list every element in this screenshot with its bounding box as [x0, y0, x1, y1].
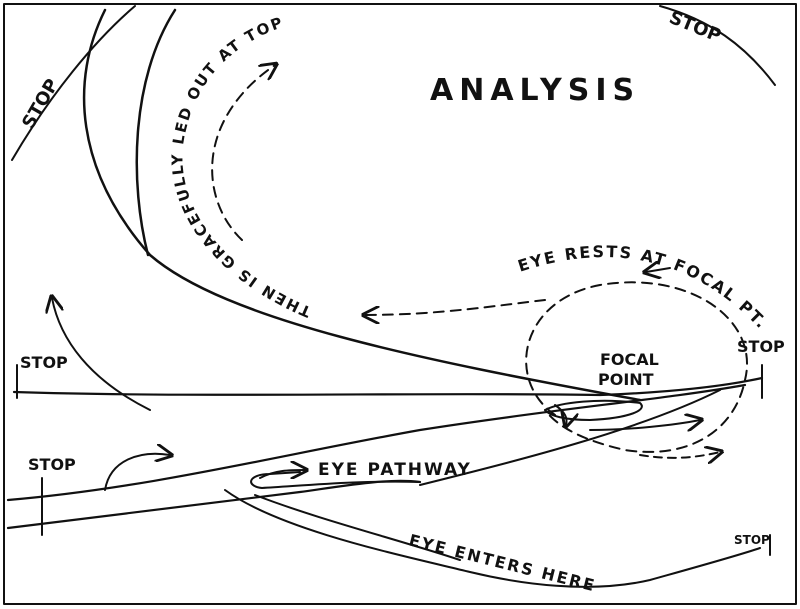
eye-pathway-label: EYE PATHWAY: [318, 460, 472, 480]
road-upper-edge: [6, 383, 747, 502]
stop-label-left-low: STOP: [28, 455, 76, 474]
eye-pathway-arrow: [589, 420, 700, 430]
pathway-curl: [250, 471, 421, 489]
frame-border: [3, 3, 797, 605]
lower-terrain-line: [224, 489, 761, 588]
road-lower-edge: [6, 479, 422, 530]
eye-loop-dashed: [525, 281, 748, 453]
lower-terrain-line-2: [254, 494, 461, 561]
hill-outer-line: [82, 8, 642, 402]
eye-return-dashed: [365, 299, 546, 315]
stop-label-top-left: STOP: [18, 75, 63, 132]
arrow-enters-here: [554, 404, 567, 425]
focal-point-label-line2: POINT: [598, 370, 654, 389]
hill-inner-line: [135, 8, 177, 257]
focal-point-label-line1: FOCAL: [600, 350, 659, 369]
stop-label-right-mid: STOP: [737, 337, 785, 356]
curve-label: THEN IS GRACEFULLY LED OUT AT TOP: [168, 13, 313, 321]
horizon-line: [12, 376, 764, 397]
eye-loop-arrow-2: [639, 452, 720, 458]
road-inner-edge: [419, 389, 721, 486]
eye-top-arrow: [646, 268, 671, 272]
stop-label-top-right: STOP: [666, 7, 724, 47]
corner-arc-top-right: [659, 5, 776, 86]
title: ANALYSIS: [430, 73, 640, 108]
arrow-pathway-entry: [259, 470, 305, 478]
stop-label-bottom-right: STOP: [734, 533, 770, 547]
corner-arc-top-left: [11, 5, 136, 161]
stop-label-left-mid: STOP: [20, 353, 68, 372]
arrow-curve-left: [104, 454, 170, 491]
eye-arc-arrow: [211, 65, 275, 241]
arrow-upward-left: [52, 298, 151, 411]
eye-rests-label: EYE RESTS AT FOCAL PT.: [515, 242, 771, 333]
